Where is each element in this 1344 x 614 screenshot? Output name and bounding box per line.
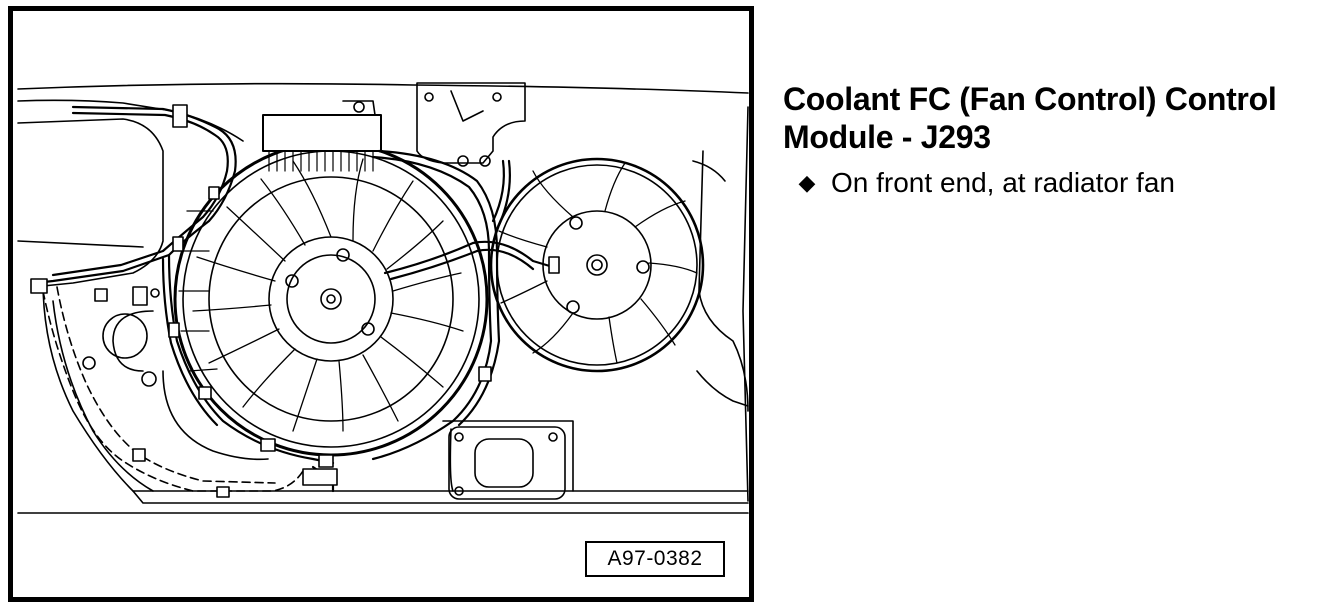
location-item: ◆ On front end, at radiator fan [783,166,1339,200]
small-fan-blades [498,162,698,364]
wiring-harness [33,105,555,493]
small-fan [489,157,705,373]
component-title-line-2: Module - J293 [783,119,991,155]
location-text: On front end, at radiator fan [831,167,1175,198]
location-list: ◆ On front end, at radiator fan [783,166,1339,200]
component-description: Coolant FC (Fan Control) Control Module … [783,80,1339,200]
fan-assembly-diagram [17,82,749,514]
flange-plate [448,426,566,500]
control-module-j293 [262,100,382,172]
figure-frame: A97-0382 [8,6,754,602]
diamond-bullet-icon: ◆ [798,170,816,195]
component-title-line-1: Coolant FC (Fan Control) Control [783,81,1277,117]
component-title: Coolant FC (Fan Control) Control Module … [783,80,1339,156]
upper-bracket [416,82,526,167]
harness-clips [30,104,560,498]
large-fan-blades [192,158,464,432]
harness-dashed-branch [42,286,304,492]
figure-id-label: A97-0382 [585,541,725,577]
